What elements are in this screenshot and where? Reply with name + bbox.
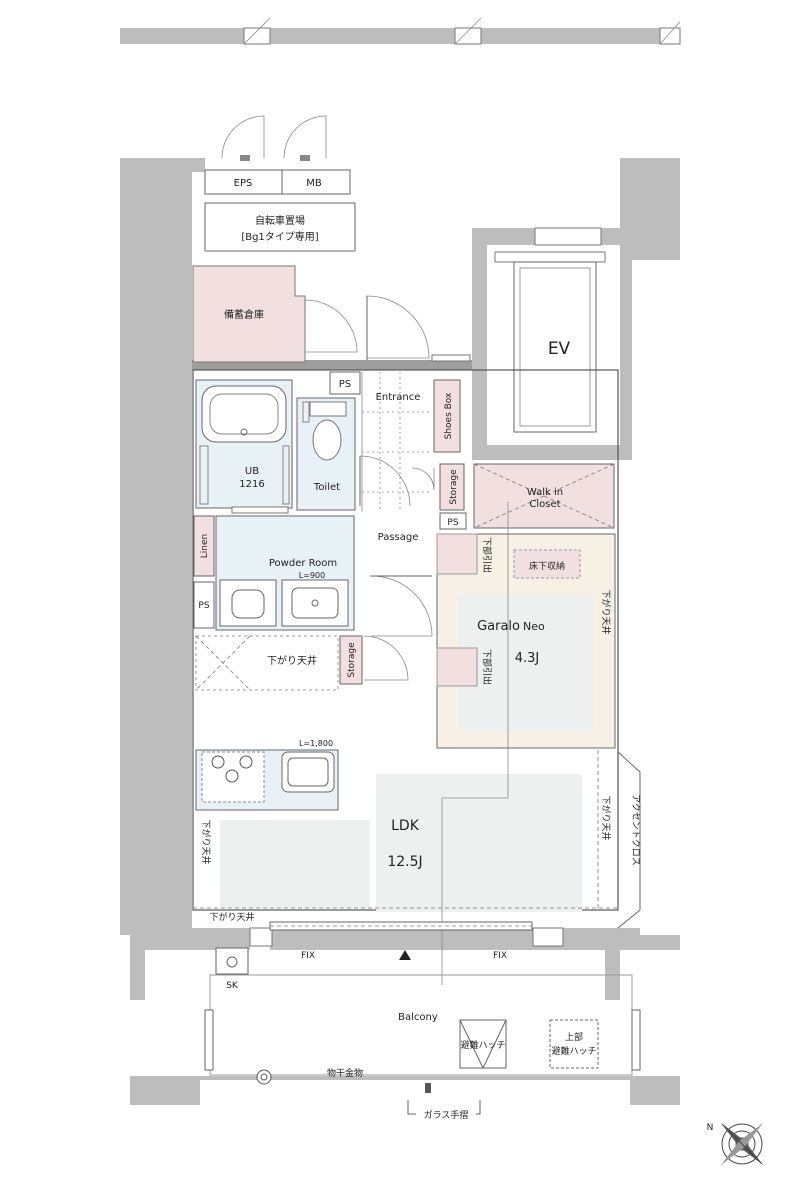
storage-entrance: Storage bbox=[411, 463, 465, 511]
ps-label-1: PS bbox=[339, 379, 351, 390]
linen-label: Linen bbox=[200, 534, 210, 558]
escape-hatch-label: 避難ハッチ bbox=[460, 1039, 505, 1051]
storehouse-room: 備蓄倉庫 bbox=[192, 265, 358, 363]
entrance-floor: Entrance bbox=[361, 372, 432, 512]
accent-cloth-wall: アクセントクロス bbox=[617, 751, 641, 929]
balcony-label: Balcony bbox=[398, 1012, 438, 1023]
garalo-name-label: Garalo bbox=[477, 619, 520, 634]
bicycle-label-2: [Bg1タイプ専用] bbox=[241, 231, 318, 243]
compass-north-label: N bbox=[707, 1123, 714, 1133]
garalo-drawer-1: 下部引出 bbox=[481, 537, 493, 573]
balcony-window: FIX FIX bbox=[269, 921, 533, 961]
kitchen-counter: L=1,800 bbox=[195, 739, 339, 811]
storehouse-label: 備蓄倉庫 bbox=[224, 308, 264, 321]
eps-mb-block: EPS MB bbox=[204, 115, 351, 195]
storage-lower: Storage bbox=[339, 635, 409, 685]
lowered-ceiling-kitchen: 下がり天井 bbox=[267, 654, 317, 667]
upper-hatch-label-1: 上部 bbox=[565, 1031, 583, 1043]
kitchen-ceiling-zone: 下がり天井 bbox=[195, 635, 339, 691]
entrance-door bbox=[366, 295, 471, 362]
mb-label: MB bbox=[306, 178, 322, 189]
ub-label: UB bbox=[245, 466, 259, 477]
garalo-size-label: 4.3J bbox=[515, 651, 540, 666]
walk-in-closet: Walk in Closet bbox=[473, 463, 615, 529]
powder-room: Powder Room L=900 bbox=[215, 515, 355, 631]
ps-left: PS bbox=[193, 581, 215, 629]
accent-cloth-label: アクセントクロス bbox=[630, 794, 641, 866]
balcony: SK Balcony 避難ハッチ 上部 避難ハッチ 物干金物 ガラス手摺 bbox=[204, 947, 641, 1121]
upper-hatch-label-2: 避難ハッチ bbox=[551, 1045, 596, 1057]
drying-rack-label: 物干金物 bbox=[327, 1067, 363, 1079]
ps-label-2: PS bbox=[447, 518, 458, 528]
outer-walls bbox=[120, 158, 680, 1105]
bicycle-parking: 自転車置場 [Bg1タイプ専用] bbox=[204, 202, 356, 252]
ldk-label: LDK bbox=[391, 818, 420, 834]
elevator: EV bbox=[494, 227, 606, 433]
kitchen-width: L=1,800 bbox=[299, 739, 333, 748]
shoes-box-label: Shoes Box bbox=[444, 392, 454, 439]
top-corridor-wall bbox=[120, 17, 681, 45]
powder-room-label: Powder Room bbox=[269, 558, 337, 569]
underfloor-storage-label: 床下収納 bbox=[529, 560, 565, 572]
lowered-ceiling-left: 下がり天井 bbox=[200, 819, 212, 864]
ev-label: EV bbox=[548, 339, 571, 359]
ps-passage: PS bbox=[439, 512, 467, 530]
lowered-ceiling-bottom: 下がり天井 bbox=[209, 911, 254, 923]
ps-label-3: PS bbox=[198, 601, 209, 611]
eps-label: EPS bbox=[234, 178, 253, 189]
lowered-ceiling-right-1: 下がり天井 bbox=[600, 589, 612, 634]
sk-label: SK bbox=[226, 981, 239, 991]
fix-right-label: FIX bbox=[493, 951, 507, 961]
garalo-suffix-label: Neo bbox=[523, 620, 545, 633]
toilet-room: Toilet bbox=[296, 397, 411, 511]
vanity-width: L=900 bbox=[299, 571, 325, 580]
glass-rail-label: ガラス手摺 bbox=[424, 1109, 469, 1121]
entrance-label: Entrance bbox=[376, 392, 421, 403]
garalo-drawer-2: 下部引出 bbox=[481, 649, 493, 685]
ps-entrance: PS bbox=[329, 371, 361, 395]
lowered-ceiling-right-2: 下がり天井 bbox=[600, 795, 612, 840]
walkin-label-2: Closet bbox=[529, 499, 560, 510]
walkin-label-1: Walk in bbox=[527, 487, 563, 498]
passage: Passage bbox=[370, 532, 433, 637]
storage-label-2: Storage bbox=[347, 642, 357, 678]
shoes-box: Shoes Box bbox=[433, 379, 461, 453]
toilet-label: Toilet bbox=[313, 482, 340, 493]
ldk-size-label: 12.5J bbox=[387, 854, 422, 870]
fix-left-label: FIX bbox=[301, 951, 315, 961]
passage-label: Passage bbox=[378, 532, 419, 543]
compass-icon: N bbox=[707, 1122, 764, 1166]
garalo-room: 下部引出 床下収納 下部引出 Garalo Neo 4.3J 下がり天井 bbox=[436, 533, 616, 749]
ldk-room: LDK 12.5J 下がり天井 下がり天井 下がり天井 bbox=[193, 502, 618, 985]
unit-bath: UB 1216 bbox=[195, 379, 293, 514]
ub-size: 1216 bbox=[239, 479, 264, 490]
bicycle-label-1: 自転車置場 bbox=[255, 214, 305, 227]
storage-label-1: Storage bbox=[449, 469, 459, 505]
